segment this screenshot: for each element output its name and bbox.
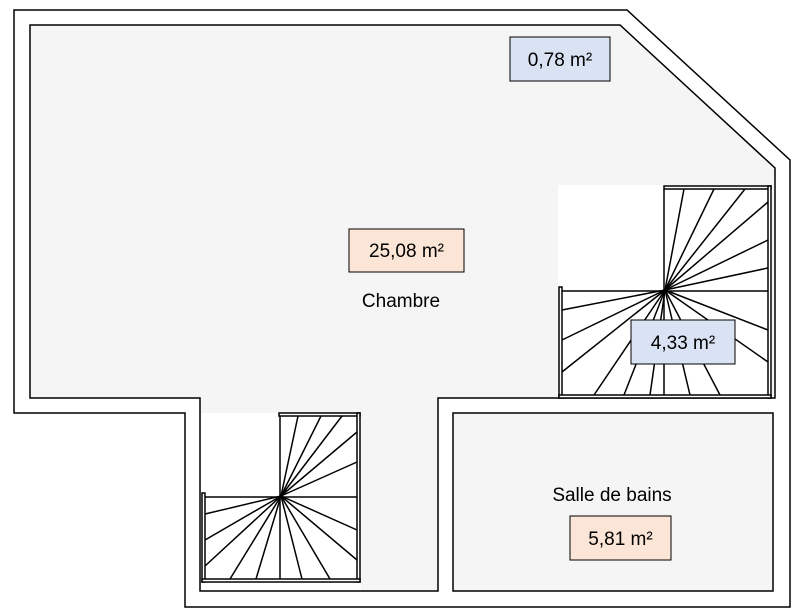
staircase-right [558,185,772,399]
room-name-salle-de-bains: Salle de bains [552,485,671,506]
area-label-chambre: 25,08 m² [348,228,465,273]
area-chambre-text: 25,08 m² [369,241,444,262]
area-stair-right-text: 4,33 m² [651,333,715,354]
stair-left-backing [201,413,361,590]
staircase-left [201,412,361,583]
area-salle-de-bains-text: 5,81 m² [588,529,652,550]
salle-de-bains-floor [452,412,774,592]
area-label-salle-de-bains: 5,81 m² [569,515,672,561]
area-label-stair-right: 4,33 m² [630,319,736,365]
room-name-chambre: Chambre [362,291,440,312]
area-corner-text: 0,78 m² [528,50,592,71]
area-label-corner: 0,78 m² [509,36,611,82]
